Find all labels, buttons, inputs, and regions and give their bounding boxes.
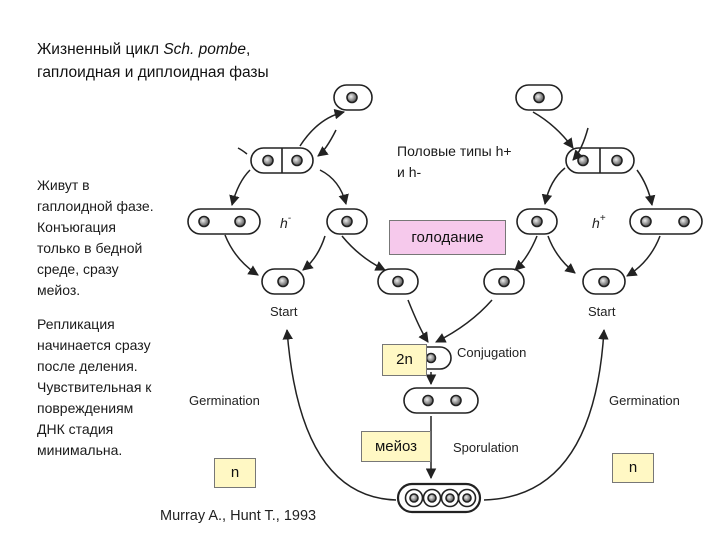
zygote-cell — [410, 346, 452, 370]
diploid-2n-box: 2n — [382, 344, 427, 376]
cell-right-inner — [516, 208, 558, 235]
cell-right-outer — [629, 208, 703, 235]
replication-note: Репликация начинается сразу после делени… — [37, 316, 152, 458]
species-name: Sch. pombe — [163, 41, 247, 58]
title-line-1: Жизненный цикл Sch. pombe, — [37, 41, 251, 58]
cell-top-right — [515, 84, 563, 111]
h-plus-label: h+ — [592, 213, 606, 231]
diploid-cell — [403, 387, 479, 414]
germination-label-left: Germination — [189, 393, 260, 408]
cell-left-outer — [187, 208, 261, 235]
ascus-with-spores — [396, 482, 482, 514]
cell-start-left-2 — [377, 268, 419, 295]
haploid-n-box-left: n — [214, 458, 256, 488]
cell-start-right-1 — [483, 268, 525, 295]
germination-label-right: Germination — [609, 393, 680, 408]
cycle-arrows — [224, 109, 661, 501]
start-label-left: Start — [270, 304, 298, 319]
cell-start-left-1 — [261, 268, 305, 295]
meiosis-box: мейоз — [361, 431, 431, 462]
title-line-2: гаплоидная и диплоидная фазы — [37, 64, 269, 81]
cell-start-right-2 — [582, 268, 626, 295]
h-minus-label: h- — [280, 213, 292, 231]
cell-top-left — [333, 84, 373, 111]
mating-types-note: Половые типы h+ и h- — [397, 143, 512, 180]
conjugation-label: Conjugation — [457, 345, 526, 360]
dividing-cell-left — [250, 147, 314, 174]
slide-title: Жизненный цикл Sch. pombe, гаплоидная и … — [37, 38, 269, 84]
haploid-n-box-right: n — [612, 453, 654, 483]
start-label-right: Start — [588, 304, 616, 319]
cell-left-inner — [326, 208, 368, 235]
dividing-cell-right — [565, 147, 635, 174]
starvation-box: голодание — [389, 220, 506, 255]
sporulation-label: Sporulation — [453, 440, 519, 455]
citation: Murray A., Hunt T., 1993 — [160, 508, 317, 524]
haploid-phase-note: Живут в гаплоидной фазе. Конъюгация толь… — [37, 177, 154, 298]
